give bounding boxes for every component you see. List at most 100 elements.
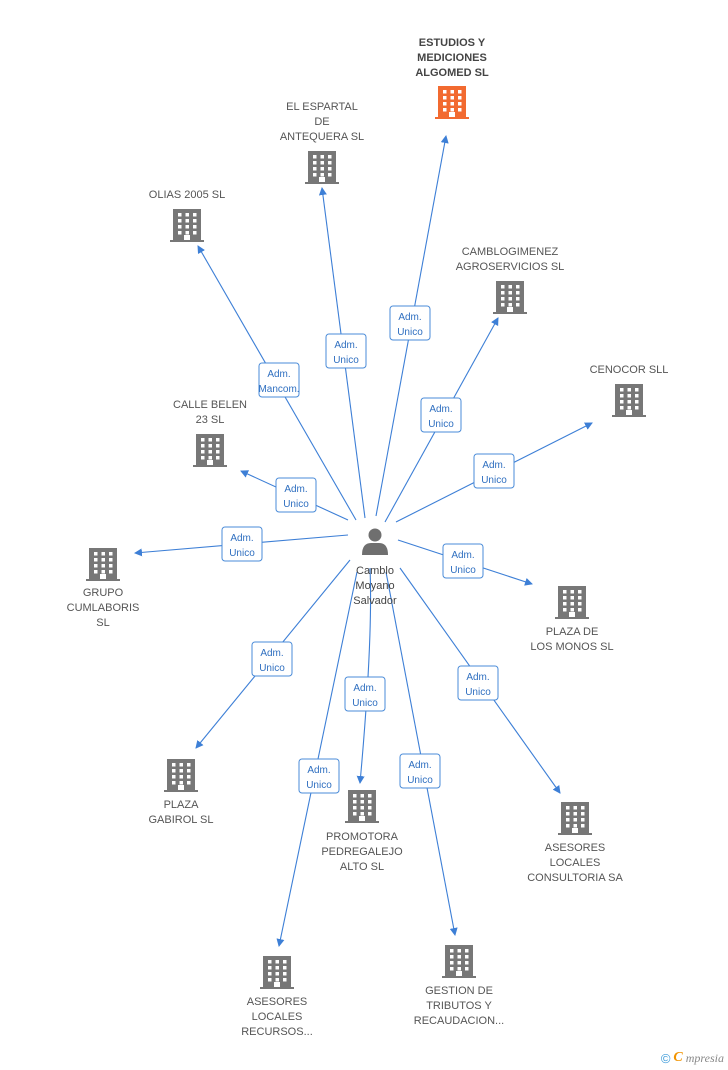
- role-badge-text: Adm.Unico: [481, 460, 507, 486]
- role-badge-line: Unico: [407, 775, 433, 786]
- role-badge-box: [325, 333, 367, 369]
- building-icon-asesores_recursos[interactable]: [260, 956, 294, 989]
- company-label-gestion-line: GESTION DE: [425, 985, 493, 997]
- role-badge-grupo[interactable]: Adm.Unico: [221, 526, 263, 562]
- role-badge-line: Unico: [352, 698, 378, 709]
- building-icon-gestion[interactable]: [442, 945, 476, 978]
- company-label-espartal: EL ESPARTAL DE ANTEQUERA SL: [280, 101, 364, 143]
- role-badge-olias[interactable]: Adm. Mancom.: [258, 362, 300, 398]
- role-badge-calle_belen[interactable]: Adm.Unico: [275, 477, 317, 513]
- role-badge-box: [399, 753, 441, 789]
- company-label-gestion-line: RECAUDACION...: [414, 1015, 504, 1027]
- building-icon-calle_belen[interactable]: [193, 434, 227, 467]
- building-icon-cenocor[interactable]: [612, 384, 646, 417]
- company-label-asesores_recursos: ASESORES LOCALES RECURSOS...: [241, 996, 313, 1038]
- building-icon-plaza_monos[interactable]: [555, 586, 589, 619]
- role-badge-text: Adm. Unico: [450, 550, 476, 576]
- company-label-calle_belen-line: CALLE BELEN: [173, 399, 247, 411]
- building-icon-grupo[interactable]: [86, 548, 120, 581]
- role-badge-text: Adm. Unico: [259, 648, 285, 674]
- role-badge-line: Unico: [428, 419, 454, 430]
- role-badge-asesores_consultoria[interactable]: Adm.Unico: [457, 665, 499, 701]
- building-icon-promotora[interactable]: [345, 790, 379, 823]
- role-badge-text: Adm.Unico: [283, 484, 309, 510]
- role-badge-text: Adm.Unico: [465, 672, 491, 698]
- role-badge-camblogimenez[interactable]: Adm.Unico: [420, 397, 462, 433]
- role-badge-line: Adm.: [260, 648, 283, 659]
- company-label-grupo-line: CUMLABORIS: [67, 602, 140, 614]
- company-label-estudios-line: MEDICIONES: [417, 52, 487, 64]
- role-badge-line: Adm.: [307, 765, 330, 776]
- company-label-cenocor: CENOCOR SLL: [590, 364, 669, 376]
- company-label-espartal-line: DE: [314, 116, 329, 128]
- role-badge-text: Adm. Unico: [352, 683, 378, 709]
- role-badge-plaza_monos[interactable]: Adm. Unico: [442, 543, 484, 579]
- role-badge-line: Unico: [481, 475, 507, 486]
- company-label-asesores_consultoria-line: CONSULTORIA SA: [527, 872, 623, 884]
- company-label-espartal-line: EL ESPARTAL: [286, 101, 358, 113]
- role-badge-text: Adm.Unico: [397, 312, 423, 338]
- role-badge-text: Adm. Mancom.: [258, 369, 299, 395]
- role-badge-box: [442, 543, 484, 579]
- company-label-promotora-line: PEDREGALEJO: [321, 846, 403, 858]
- role-badge-line: Adm.: [451, 550, 474, 561]
- company-label-camblogimenez-line: AGROSERVICIOS SL: [456, 261, 565, 273]
- role-badge-line: Unico: [259, 663, 285, 674]
- building-icon-espartal[interactable]: [305, 151, 339, 184]
- company-label-asesores_recursos-line: LOCALES: [252, 1011, 303, 1023]
- building-icon-estudios[interactable]: [435, 86, 469, 119]
- role-badge-box: [298, 758, 340, 794]
- company-label-olias: OLIAS 2005 SL: [149, 189, 225, 201]
- company-label-plaza_monos-line: PLAZA DE: [546, 626, 599, 638]
- brand-logo-initial: C: [673, 1050, 683, 1065]
- role-badge-line: Adm.: [230, 533, 253, 544]
- role-badge-asesores_recursos[interactable]: Adm.Unico: [298, 758, 340, 794]
- role-badge-text: Adm.Unico: [229, 533, 255, 559]
- company-label-plaza_monos-line: LOS MONOS SL: [530, 641, 613, 653]
- role-badge-line: Adm.: [334, 340, 357, 351]
- role-badge-line: Adm.: [353, 683, 376, 694]
- role-badge-gestion[interactable]: Adm.Unico: [399, 753, 441, 789]
- role-badge-plaza_gabirol[interactable]: Adm. Unico: [251, 641, 293, 677]
- person-name-line: Moyano: [355, 580, 394, 592]
- role-badge-text: Adm.Unico: [306, 765, 332, 791]
- role-badge-line: Adm.: [466, 672, 489, 683]
- role-badge-line: Unico: [333, 355, 359, 366]
- company-label-asesores_recursos-line: ASESORES: [247, 996, 308, 1008]
- role-badge-line: Unico: [283, 499, 309, 510]
- role-badge-espartal[interactable]: Adm. Unico: [325, 333, 367, 369]
- building-icon-camblogimenez[interactable]: [493, 281, 527, 314]
- role-badge-box: [258, 362, 300, 398]
- building-icon-plaza_gabirol[interactable]: [164, 759, 198, 792]
- role-badge-box: [457, 665, 499, 701]
- company-label-calle_belen: CALLE BELEN 23 SL: [173, 399, 247, 426]
- role-badge-text: Adm.Unico: [407, 760, 433, 786]
- role-badge-cenocor[interactable]: Adm.Unico: [473, 453, 515, 489]
- company-label-grupo-line: GRUPO: [83, 587, 124, 599]
- building-icon-olias[interactable]: [170, 209, 204, 242]
- person-icon[interactable]: [362, 528, 388, 556]
- role-badge-promotora[interactable]: Adm. Unico: [344, 676, 386, 712]
- building-icon-asesores_consultoria[interactable]: [558, 802, 592, 835]
- copyright-icon: ©: [660, 1050, 671, 1066]
- company-label-asesores_recursos-line: RECURSOS...: [241, 1026, 313, 1038]
- company-label-promotora-line: ALTO SL: [340, 861, 384, 873]
- role-badge-estudios[interactable]: Adm.Unico: [389, 305, 431, 341]
- company-label-cenocor-line: CENOCOR SLL: [590, 364, 669, 376]
- role-badge-box: [420, 397, 462, 433]
- company-label-calle_belen-line: 23 SL: [196, 414, 225, 426]
- person-name-line: Camblo: [356, 565, 394, 577]
- company-label-grupo-line: SL: [96, 617, 109, 629]
- role-badge-line: Adm.: [267, 369, 290, 380]
- role-badge-line: Unico: [397, 327, 423, 338]
- role-badge-line: Mancom.: [258, 384, 299, 395]
- role-badge-line: Unico: [450, 565, 476, 576]
- company-label-espartal-line: ANTEQUERA SL: [280, 131, 364, 143]
- role-badge-text: Adm. Unico: [333, 340, 359, 366]
